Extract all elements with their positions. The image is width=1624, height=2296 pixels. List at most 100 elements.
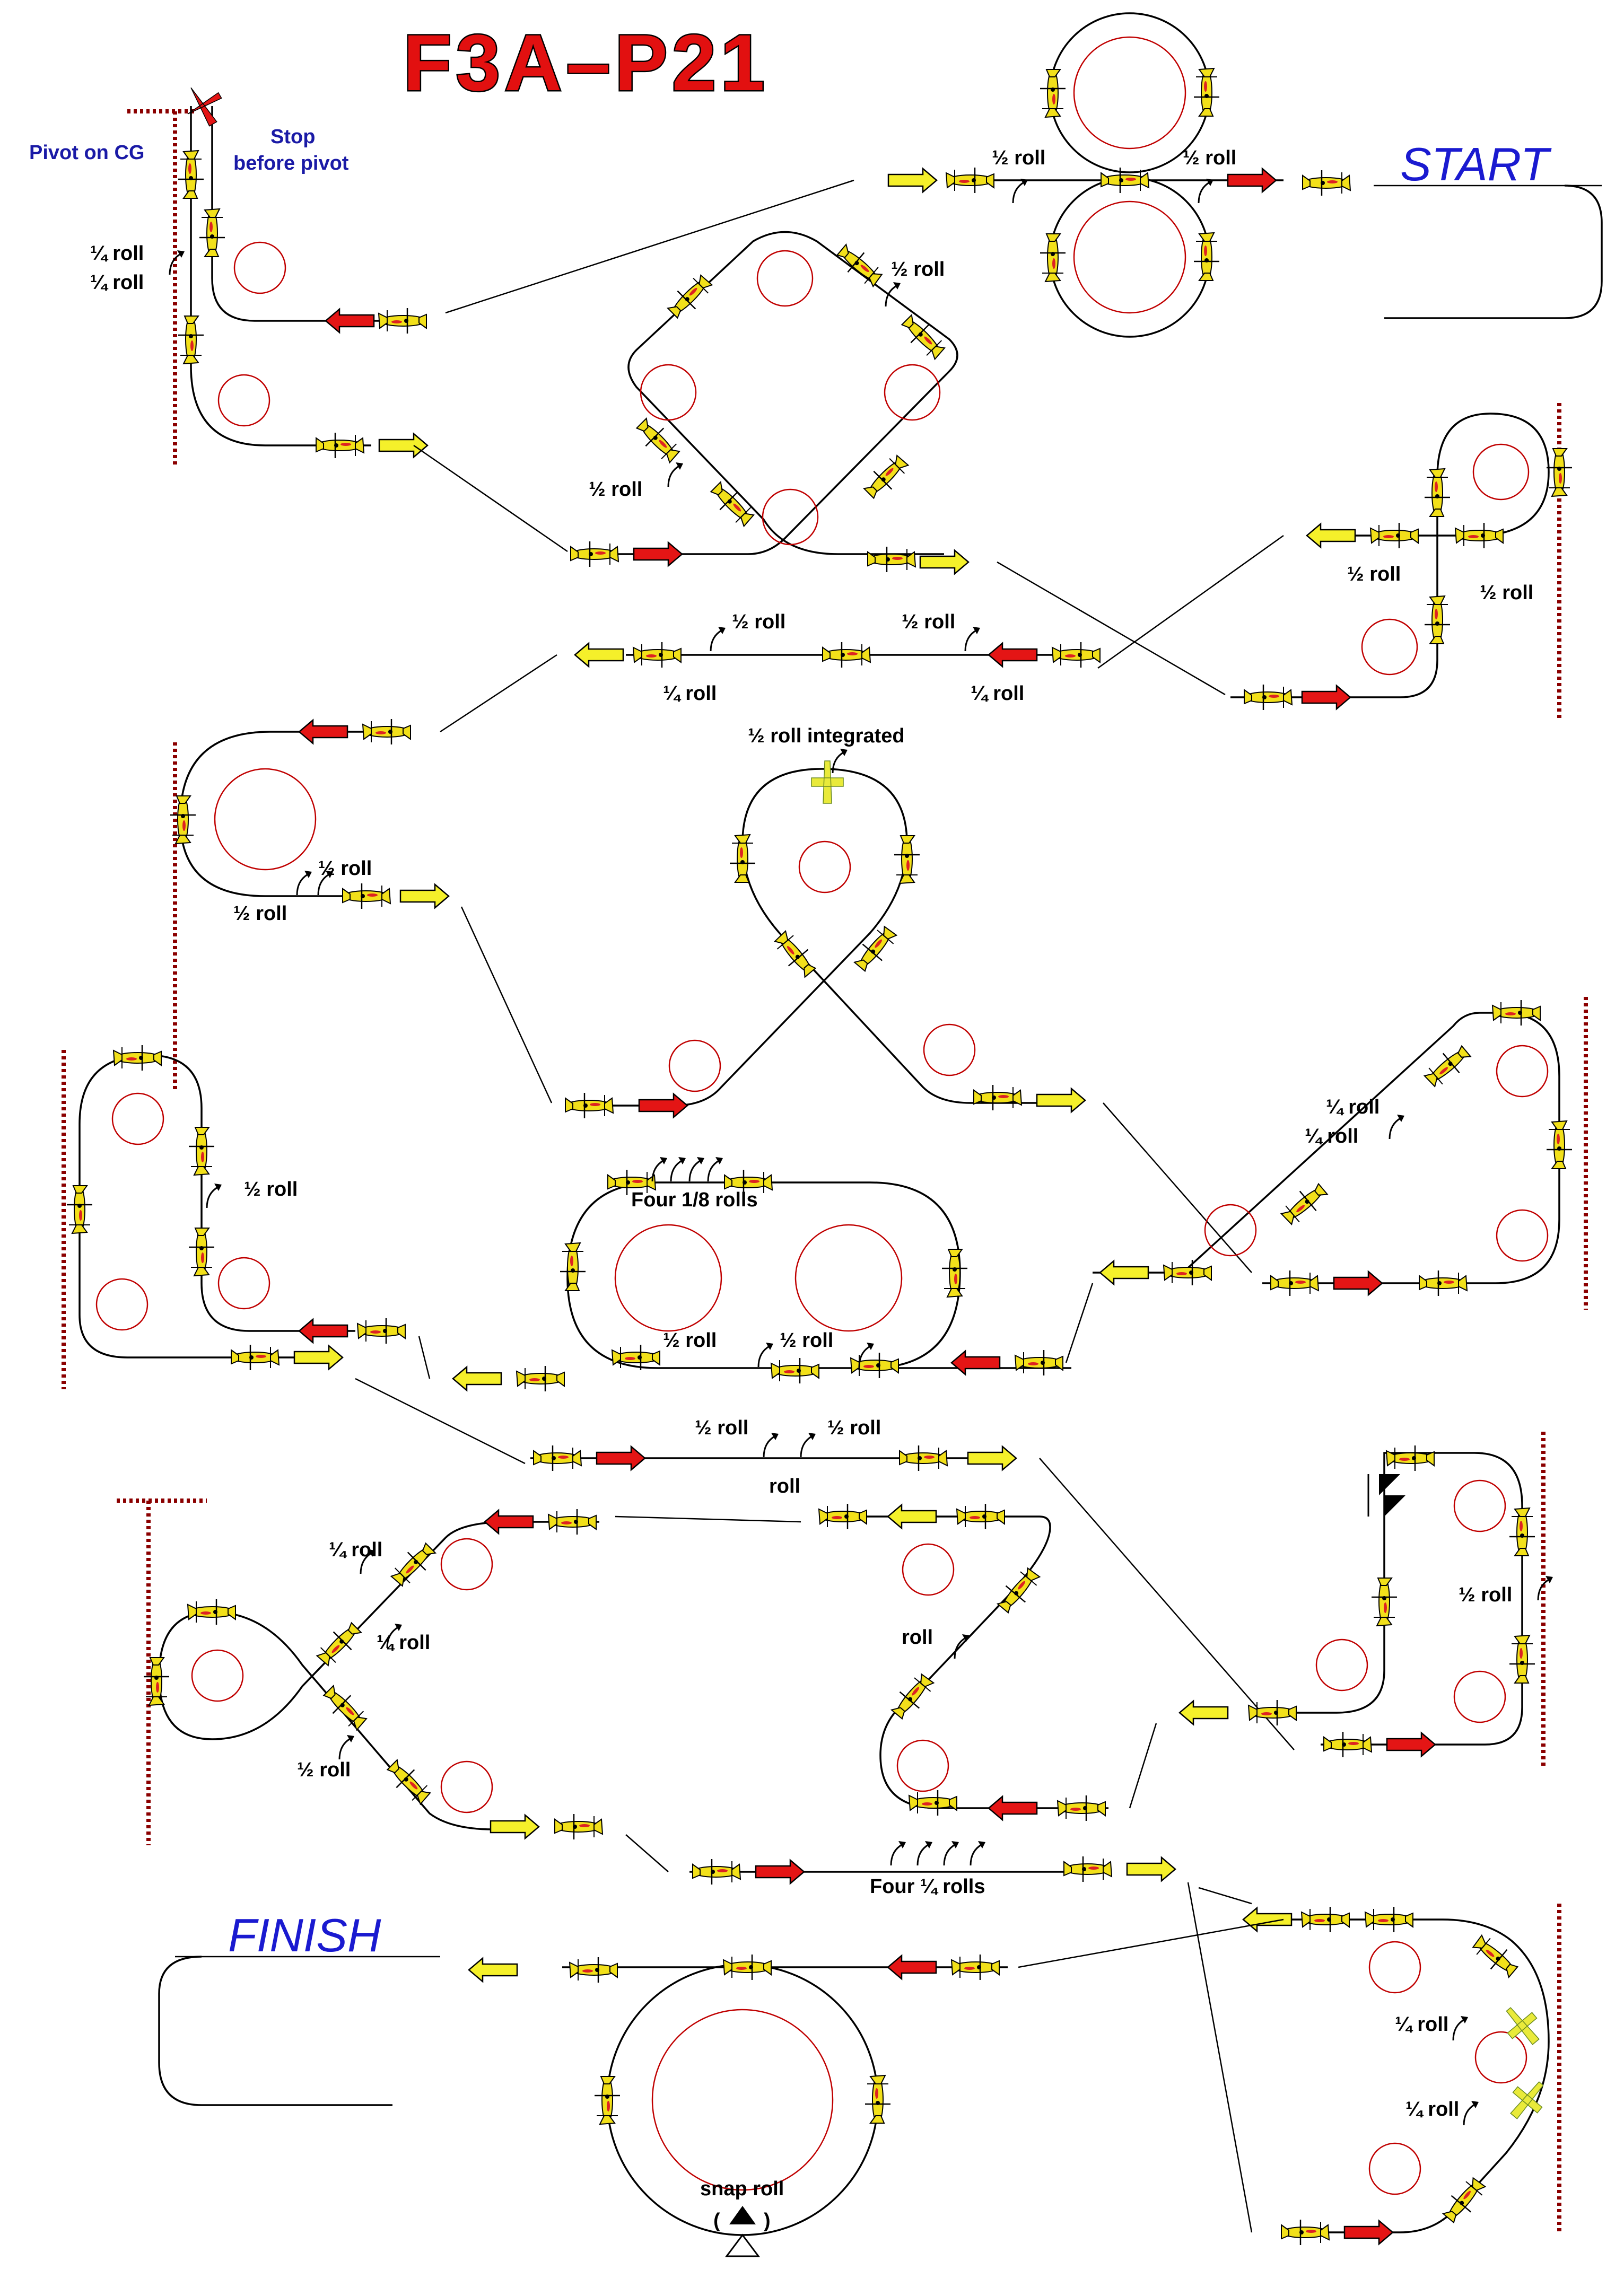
aircraft-icon — [950, 1953, 1000, 1981]
entry-arrow-icon — [755, 1859, 805, 1885]
finish-label: FINISH — [228, 1909, 381, 1961]
entry-arrow-icon — [638, 1093, 688, 1118]
aircraft-icon — [1300, 1906, 1350, 1933]
roll-label: roll — [769, 1475, 800, 1497]
start-label: START — [1400, 138, 1552, 190]
roll-label: ½ roll — [902, 611, 955, 633]
aircraft-icon — [1039, 233, 1067, 283]
entry-arrow-icon — [950, 1350, 1001, 1375]
maneuver-teardrop-integrated: ½ roll integrated — [564, 725, 1086, 1119]
exit-arrow-icon — [399, 883, 450, 909]
aircraft-icon — [570, 540, 619, 568]
aircraft-icon — [811, 760, 844, 804]
exit-arrow-icon — [1242, 1907, 1293, 1932]
entry-arrow-icon — [484, 1509, 534, 1535]
roll-label: ½ roll integrated — [748, 725, 905, 747]
rolls-label: Four 1/8 rolls — [631, 1189, 758, 1211]
aircraft-icon — [1468, 1930, 1523, 1982]
aircraft-icon — [356, 1317, 406, 1345]
aircraft-icon — [177, 150, 205, 199]
aircraft-icon — [1243, 683, 1293, 711]
maneuver-half-square-right: ¼ roll ¼ roll — [1242, 1904, 1561, 2246]
exit-arrow-icon — [1306, 523, 1356, 548]
exit-arrow-icon — [1178, 1700, 1229, 1725]
roll-label: ¼ roll — [1395, 2013, 1448, 2036]
maneuver-half-cuban: roll — [818, 1503, 1108, 1822]
maneuver-rolling-line: ½ roll ½ roll ¼ roll ¼ roll — [574, 611, 1101, 705]
aircraft-icon — [908, 1789, 958, 1817]
aircraft-icon — [1424, 595, 1451, 645]
aircraft-icon — [1039, 68, 1067, 118]
aircraft-icon — [692, 1858, 741, 1886]
exit-arrow-icon — [967, 1445, 1017, 1471]
entry-arrow-icon — [887, 1955, 937, 1980]
aircraft-icon — [632, 641, 682, 669]
rolls-label: Four ¼ rolls — [870, 1876, 985, 1898]
roll-arrow-icon — [970, 1840, 986, 1866]
exit-arrow-icon — [1099, 1260, 1149, 1285]
roll-arrow-icon — [964, 626, 981, 652]
exit-arrow-icon — [490, 1814, 540, 1839]
aircraft-icon — [593, 2075, 621, 2125]
aircraft-icon — [554, 1813, 604, 1841]
maneuver-1-top-hat-loops: ½ roll ½ roll — [887, 12, 1351, 338]
aircraft-icon — [631, 414, 685, 467]
aircraft-icon — [312, 1617, 366, 1671]
roll-label: ½ roll — [695, 1417, 748, 1439]
aircraft-icon — [818, 1503, 868, 1530]
aircraft-icon — [1057, 1794, 1106, 1822]
aircraft-icon — [198, 208, 226, 258]
entry-arrow-icon — [298, 1318, 348, 1344]
aircraft-icon — [1277, 1178, 1332, 1230]
aircraft-icon — [850, 922, 902, 976]
pivot-label: Pivot on CG — [29, 142, 144, 164]
roll-label: ½ roll — [589, 478, 642, 501]
maneuver-45-line-right: ¼ roll ¼ roll — [1093, 997, 1588, 1310]
exit-arrow-icon — [468, 1957, 518, 1983]
aircraft-icon — [1510, 2081, 1544, 2119]
roll-label: ½ roll — [1459, 1584, 1512, 1606]
roll-label: ½ roll — [780, 1329, 833, 1352]
exit-arrow-icon — [452, 1366, 502, 1391]
entry-arrow-icon — [988, 1795, 1038, 1821]
roll-label: ½ roll — [233, 902, 287, 925]
roll-arrow-icon — [1012, 178, 1029, 204]
roll-arrow-icon — [1198, 178, 1215, 204]
stop-label: Stop — [270, 126, 315, 148]
roll-arrow-icon — [710, 626, 727, 652]
roll-label: ½ roll — [827, 1417, 881, 1439]
maneuver-rolling-line-2: ½ roll ½ roll roll — [530, 1417, 1017, 1497]
entry-arrow-icon — [1343, 2220, 1394, 2245]
aircraft-icon — [66, 1185, 93, 1234]
snap-roll-triangle-icon — [729, 2206, 756, 2224]
roll-label: ¼ roll — [663, 682, 717, 705]
aircraft-icon — [1506, 2007, 1540, 2045]
aircraft-icon — [1051, 641, 1101, 669]
maneuver-pivot-turn: Pivot on CG Stop before pivot ¼ roll ¼ r… — [29, 87, 429, 467]
snap-paren-open: ( — [713, 2210, 720, 2232]
roll-label: ¼ roll — [377, 1632, 430, 1654]
roll-arrow-icon — [763, 1432, 780, 1458]
maneuver-loop-snap-roll: snap roll ( ) — [468, 1953, 1008, 2257]
entry-arrow-icon — [325, 308, 375, 334]
roll-label: ½ roll — [663, 1329, 717, 1352]
roll-arrow-icon — [800, 1432, 817, 1458]
aircraft-icon — [859, 450, 913, 504]
roll-label: ½ roll — [1480, 582, 1533, 604]
start-entry-path — [1384, 185, 1603, 319]
roll-label: ½ roll — [244, 1178, 298, 1200]
roll-arrow-icon — [688, 1156, 705, 1182]
aircraft-icon — [1193, 232, 1220, 282]
roll-label: ¼ roll — [1305, 1125, 1358, 1147]
aircraft-icon — [382, 1755, 435, 1809]
roll-label: ¼ roll — [1326, 1096, 1379, 1118]
exit-arrow-icon — [1126, 1856, 1176, 1882]
roll-label: ½ roll — [992, 147, 1045, 169]
exit-arrow-icon — [887, 1504, 937, 1529]
aircraft-icon — [729, 834, 756, 883]
aircraft-icon — [1247, 1699, 1297, 1727]
exit-arrow-icon — [293, 1345, 344, 1370]
roll-label: ¼ roll — [90, 242, 144, 265]
aircraft-icon — [893, 835, 921, 884]
aircraft-icon — [1424, 468, 1451, 518]
